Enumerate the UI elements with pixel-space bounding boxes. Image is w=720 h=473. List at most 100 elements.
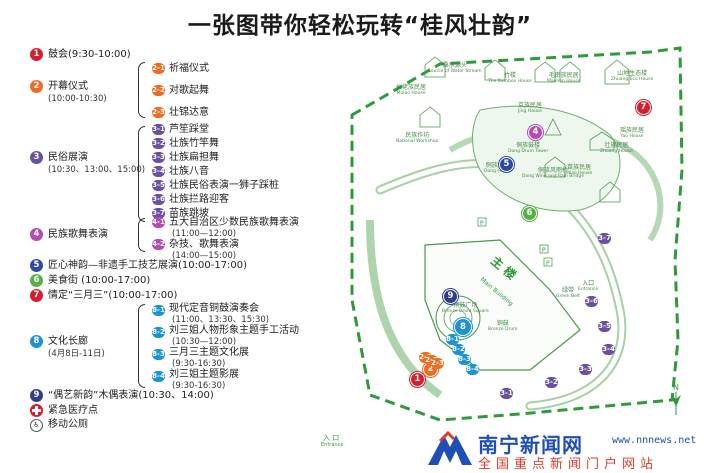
- legend-marker-1: 1: [30, 48, 43, 61]
- map-marker-4: 4: [528, 125, 543, 140]
- map-marker-8-3: 8-3: [458, 354, 471, 365]
- legend-sub-4-2: 杂技、歌舞表演: [169, 239, 239, 250]
- map-label-en: Dong House: [484, 169, 512, 174]
- map-label-zh: 瑶族民居: [620, 127, 645, 134]
- map-label-zh: 铜鼓: [496, 320, 509, 327]
- map-label-zh: 民族作坊: [405, 132, 430, 139]
- map-marker-7: 7: [636, 100, 651, 115]
- legend-marker-3-4: 3-4: [152, 166, 165, 177]
- map-marker-1: 1: [410, 372, 425, 387]
- map-label-en: Bronze Drum: [488, 327, 518, 332]
- map-marker-6: 6: [522, 206, 537, 221]
- legend-brace-3: [138, 126, 145, 222]
- svg-text:P: P: [546, 260, 550, 267]
- legend-item-2-time: (10:00-10:30): [48, 94, 107, 104]
- legend-sub-2-2: 对歌起舞: [169, 85, 209, 96]
- legend-item-8-time: (4月8日-11日): [48, 349, 105, 359]
- legend-item-3-time: (10:30、13:00、15:00): [48, 165, 146, 175]
- legend-marker-3: 3: [30, 151, 43, 164]
- legend-marker-8-1: 8-1: [152, 305, 165, 316]
- legend-sub-3-3: 壮族扁担舞: [169, 152, 219, 163]
- legend-sub-3-7: 苗族跳坡: [169, 208, 209, 219]
- map-label-en: Dong Drum Tower: [508, 149, 549, 154]
- map-label-zh: 毛南族民居: [548, 72, 579, 79]
- map-marker-3-2: 3-2: [545, 377, 558, 388]
- legend-marker-6: 6: [30, 274, 43, 287]
- legend-marker-2: 2: [30, 80, 43, 93]
- logo-url: www.nnnews.net: [612, 435, 697, 446]
- legend-sub-4-2-time: (14:00—15:00): [172, 251, 237, 261]
- map-label-zh: 绿带: [561, 287, 574, 294]
- map-marker-3-7: 3-7: [598, 233, 611, 244]
- map-label-en: Jing House: [518, 109, 542, 114]
- legend-marker-3-6: 3-6: [152, 194, 165, 205]
- map-label-en: Dong Wind and Rain Bridge: [522, 174, 584, 179]
- legend-sub-4-1-time: (11:00—12:00): [172, 229, 237, 239]
- page-title: 一张图带你轻松玩转“桂风壮韵”: [187, 13, 533, 39]
- toilet-icon: ♿: [30, 419, 43, 432]
- map-label-en: Bronze Drum Square: [442, 309, 489, 314]
- legend-item-2: 开幕仪式: [48, 81, 88, 92]
- legend-marker-2-1: 2-1: [152, 63, 165, 74]
- map-marker-3-6: 3-6: [585, 296, 598, 307]
- svg-text:P: P: [542, 247, 546, 254]
- legend-item-7: 情定“三月三”(10:00-17:00): [48, 290, 178, 301]
- legend-sub-3-2: 壮族竹竿舞: [169, 138, 219, 149]
- map-label-en: The Bamboo House: [488, 79, 532, 84]
- legend-item-3: 民俗展演: [48, 152, 88, 163]
- map-label-en: Yao House: [620, 134, 644, 139]
- map-label-zh: 入口: [582, 280, 595, 287]
- map-label-zh: 壮族民居: [604, 142, 629, 149]
- legend-medical: 紧急医疗点: [48, 405, 98, 416]
- legend-marker-8-3: 8-3: [152, 349, 165, 360]
- park-boundary: [350, 46, 684, 422]
- map-marker-3-4: 3-4: [602, 344, 615, 355]
- legend-brace-2: [138, 62, 145, 118]
- legend-marker-3-5: 3-5: [152, 180, 165, 191]
- main-road-inner: [377, 161, 625, 409]
- legend-item-9: “偶艺新韵”木偶表演(10:30、14:00): [48, 390, 214, 401]
- logo-mark-icon: [428, 430, 472, 465]
- legend-marker-3-2: 3-2: [152, 138, 165, 149]
- map-label-en: Miao House: [566, 171, 593, 176]
- map-label-zh: 苗族民居: [567, 164, 592, 171]
- legend-sub-3-4: 壮族八音: [169, 166, 209, 177]
- legend-marker-8-2: 8-2: [152, 327, 165, 338]
- legend-marker-2-2: 2-2: [152, 85, 165, 96]
- map-label-zh: 仫佬族民居: [396, 84, 427, 91]
- entrance-label: 入 口: [323, 434, 340, 442]
- legend-marker-4-1: 4-1: [152, 217, 165, 228]
- map-marker-8-1: 8-1: [446, 334, 459, 345]
- legend-sub-4-1: 五大自治区少数民族歌舞表演: [169, 217, 299, 228]
- map-label-en: Green Belt: [556, 294, 580, 299]
- legend: 1 鼓会(9:30-10:00) 2 开幕仪式 (10:00-10:30) 2-…: [30, 46, 330, 432]
- north-label: N: [673, 383, 679, 392]
- legend-brace-4: [138, 218, 145, 252]
- map-marker-8-2: 8-2: [452, 344, 465, 355]
- map-label-en: Maonan House: [547, 79, 581, 84]
- medical-cross-icon: [30, 404, 43, 417]
- legend-marker-4: 4: [30, 228, 43, 241]
- map-label-en: Zhuang House: [600, 149, 633, 154]
- legend-marker-9: 9: [30, 389, 43, 402]
- legend-brace-8: [138, 304, 145, 388]
- legend-sub-2-3: 壮锦达意: [169, 107, 209, 118]
- map-label-en: Source of Water Stream: [428, 69, 482, 74]
- map-marker-3-5: 3-5: [598, 321, 611, 332]
- map-label-zh: 侗族民居: [485, 162, 510, 169]
- legend-sub-8-2: 刘三姐人物形象主题手工活动: [169, 325, 299, 336]
- legend-marker-3-7: 3-7: [152, 208, 165, 219]
- map-label-zh: 铜鼓广场: [453, 302, 478, 309]
